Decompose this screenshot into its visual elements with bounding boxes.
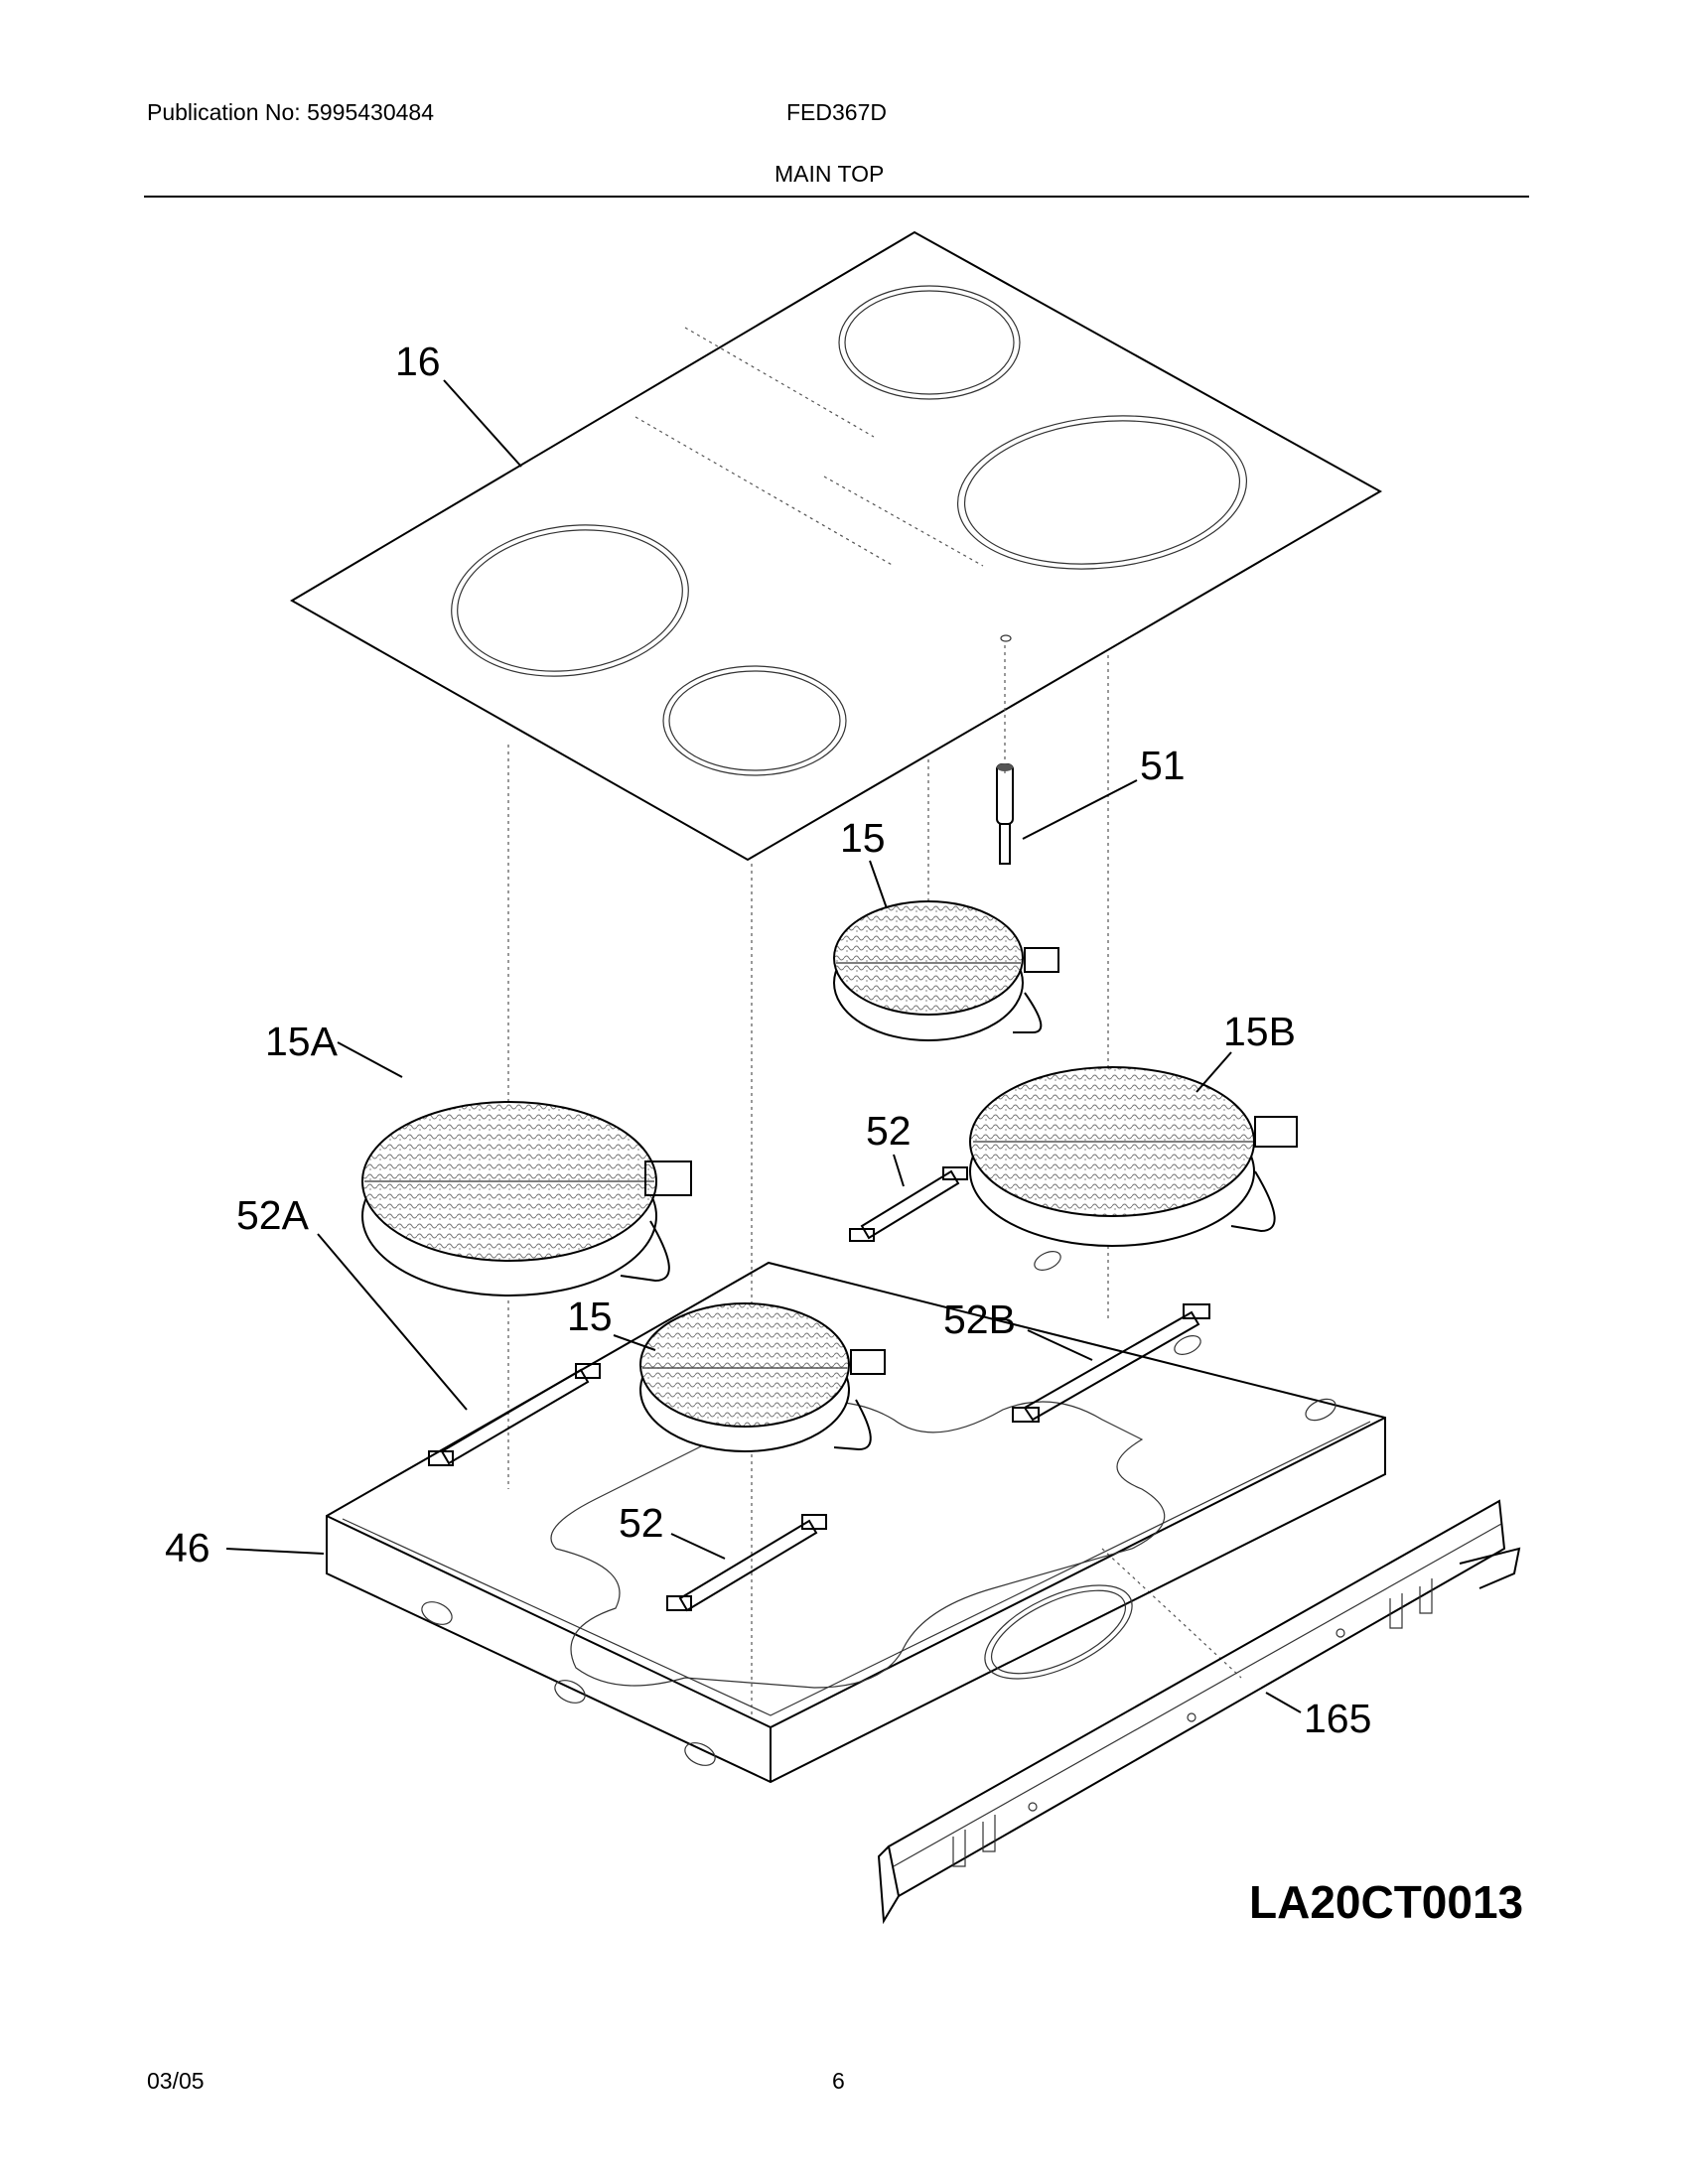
section-title: MAIN TOP bbox=[774, 161, 885, 187]
part-label-46: 46 bbox=[165, 1525, 211, 1570]
footer-date: 03/05 bbox=[147, 2068, 205, 2094]
burner-element-15A bbox=[361, 1101, 692, 1297]
bracket-52A bbox=[428, 1363, 601, 1466]
rear-rail-165 bbox=[877, 1499, 1521, 1925]
part-label-15B: 15B bbox=[1223, 1009, 1296, 1054]
burner-element-15B bbox=[969, 1066, 1298, 1247]
publication-number: Publication No: 5995430484 bbox=[147, 99, 435, 125]
part-label-165: 165 bbox=[1304, 1696, 1371, 1741]
part-label-15A: 15A bbox=[265, 1019, 339, 1064]
part-label-16: 16 bbox=[395, 339, 441, 384]
part-label-52A: 52A bbox=[236, 1192, 310, 1238]
leader-lines bbox=[225, 379, 1302, 1713]
part-label-15-lower: 15 bbox=[567, 1294, 613, 1339]
part-label-15-upper: 15 bbox=[840, 815, 886, 861]
burner-element-15-upper bbox=[833, 900, 1059, 1041]
drawing-code: LA20CT0013 bbox=[1249, 1876, 1523, 1928]
model-number: FED367D bbox=[786, 99, 887, 125]
sensor-51 bbox=[996, 763, 1014, 865]
bracket-52-upper bbox=[849, 1166, 968, 1242]
bracket-52-lower bbox=[666, 1514, 827, 1612]
header-rule bbox=[144, 196, 1529, 198]
part-label-52-lower: 52 bbox=[619, 1500, 664, 1546]
part-label-51: 51 bbox=[1140, 743, 1186, 788]
bracket-52B bbox=[1012, 1303, 1210, 1423]
footer-page-number: 6 bbox=[832, 2068, 845, 2094]
cooktop-glass-16 bbox=[290, 230, 1383, 862]
burner-element-15-lower bbox=[639, 1302, 886, 1452]
burner-box-46 bbox=[326, 1251, 1386, 1784]
part-label-52-upper: 52 bbox=[866, 1108, 912, 1154]
part-label-52B: 52B bbox=[943, 1297, 1016, 1342]
